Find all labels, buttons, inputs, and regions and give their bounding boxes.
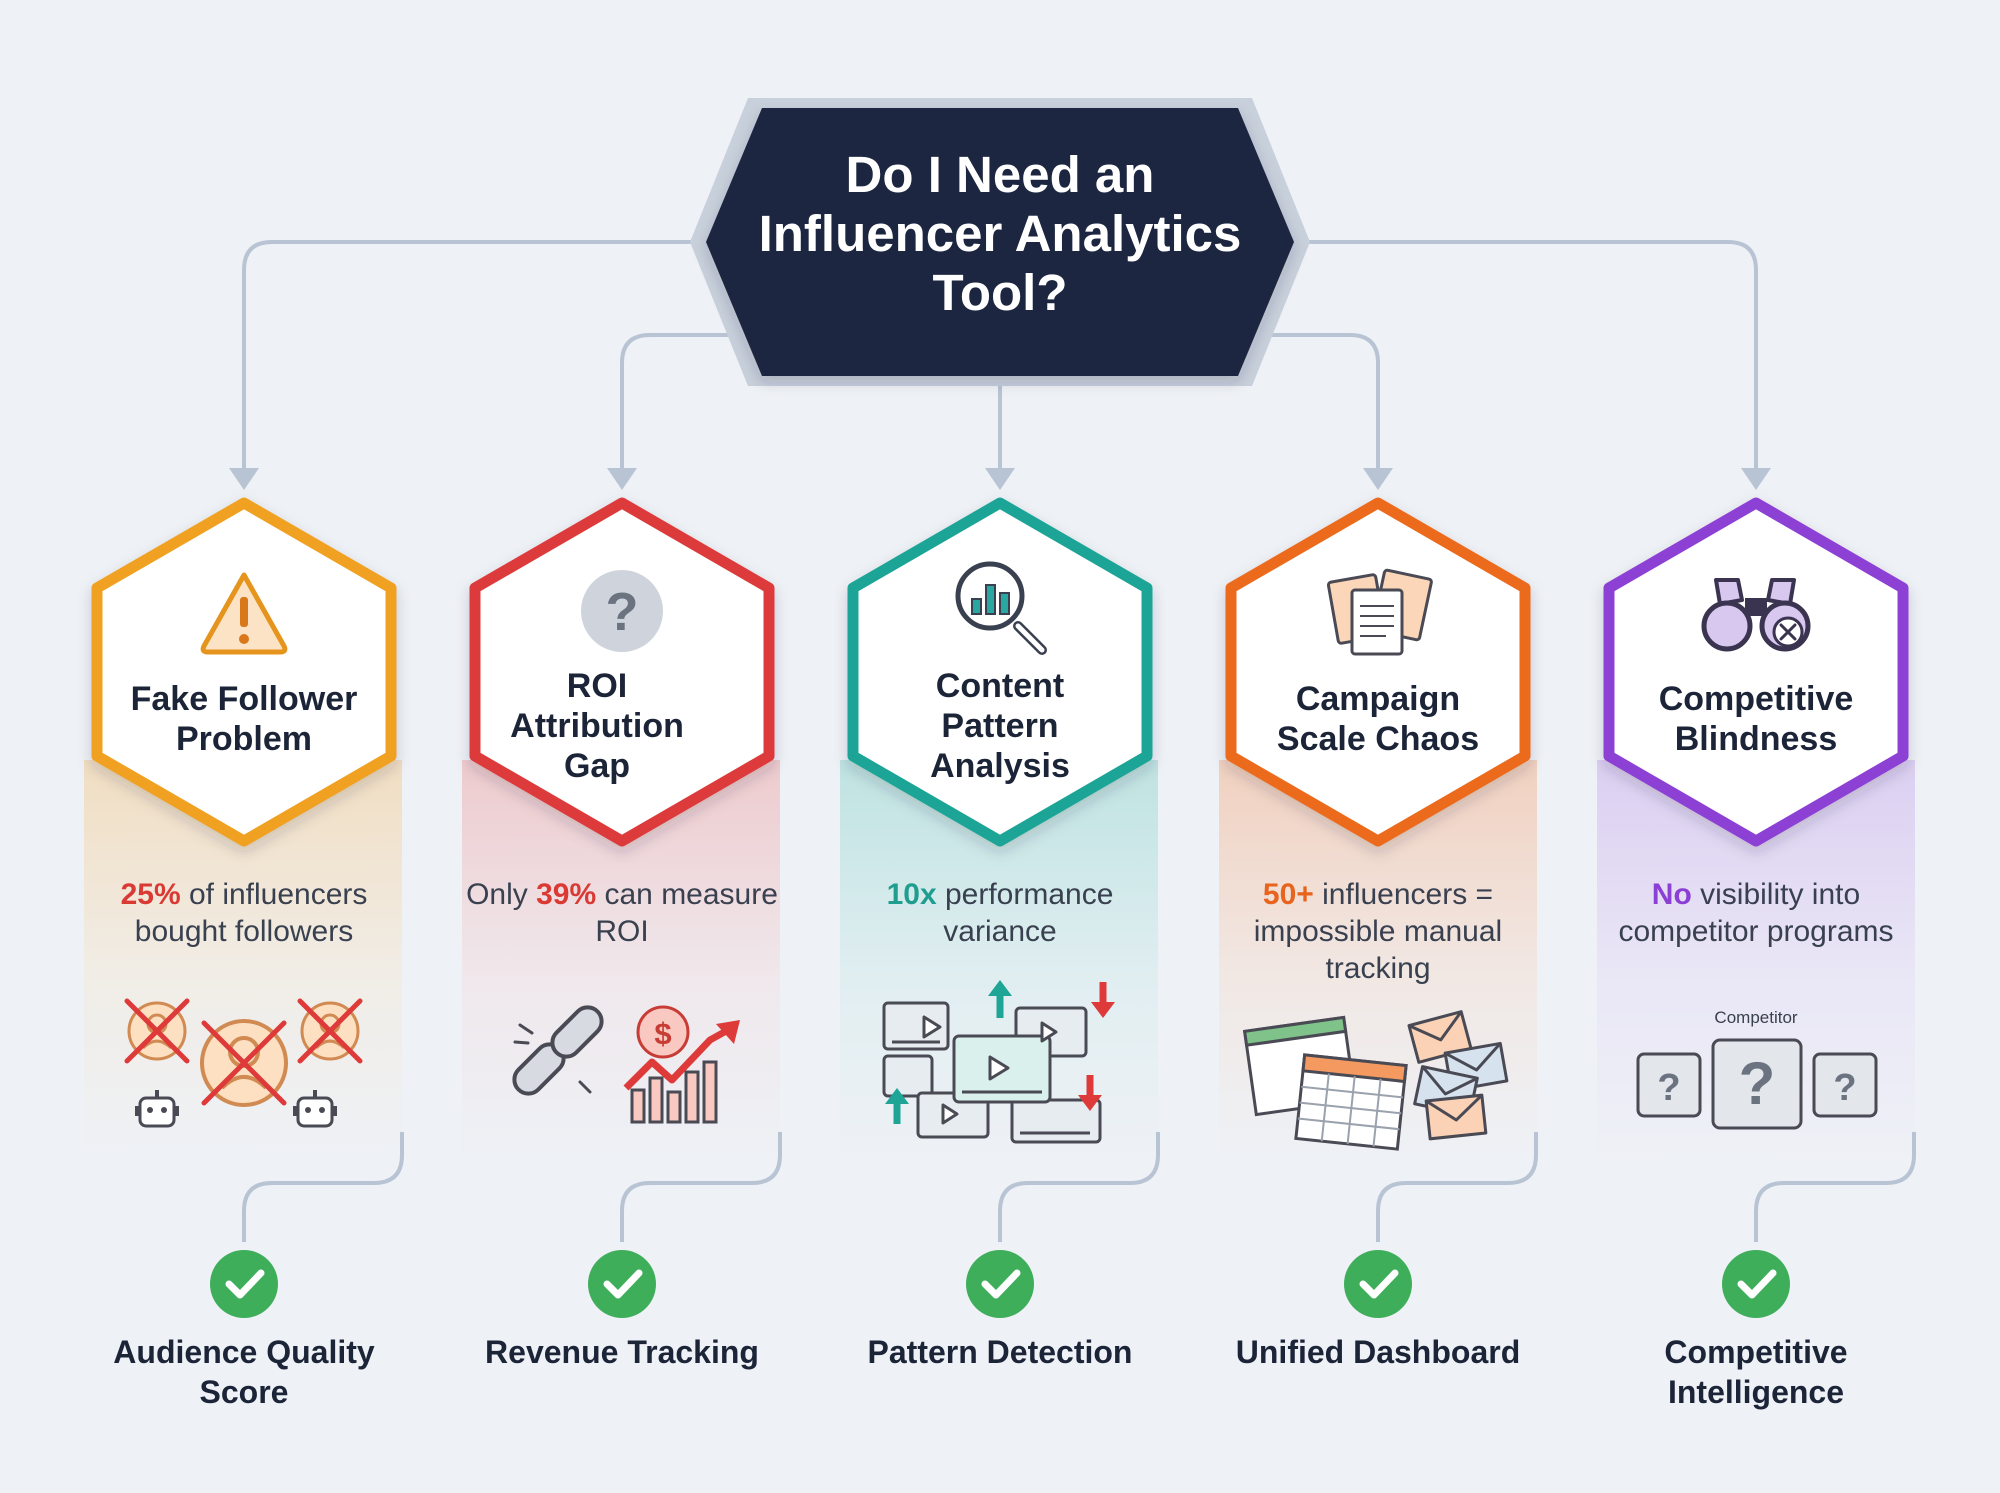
spreadsheets-illustration — [1242, 1015, 1408, 1151]
arrow-heads — [229, 468, 1771, 490]
problem-title-content: Content Pattern Analysis — [930, 667, 1070, 785]
magnifier-chart-icon — [955, 561, 1047, 655]
competitor-boxes-illustration: ? ? ? — [1636, 1038, 1878, 1130]
problem-title-roi: ROI Attribution Gap — [510, 667, 684, 785]
solution-competitive-intelligence: Competitive Intelligence — [1664, 1334, 1848, 1410]
warning-icon — [200, 572, 288, 655]
svg-text:$: $ — [654, 1016, 671, 1051]
fake-followers-illustration — [124, 998, 363, 1128]
bottom-connectors — [242, 1132, 1916, 1242]
documents-icon — [1326, 568, 1433, 656]
page-title: Do I Need an Influencer Analytics Tool? — [758, 146, 1242, 321]
stat-campaign: 50+ influencers = impossible manual trac… — [1219, 876, 1537, 987]
stat-text: can measure ROI — [595, 878, 778, 948]
problem-title-fake-follower: Fake Follower Problem — [130, 680, 358, 758]
stat-prefix: Only — [466, 878, 537, 911]
hexagon-content — [847, 497, 1153, 847]
problem-title-competitive: Competitive Blindness — [1658, 680, 1854, 758]
competitor-caption: Competitor — [1714, 1008, 1798, 1027]
hexagon-fake-follower — [91, 497, 397, 847]
svg-text:?: ? — [1833, 1067, 1856, 1109]
hexagon-campaign — [1225, 497, 1531, 847]
check-icon — [1722, 1250, 1790, 1318]
broken-link-illustration — [512, 1005, 604, 1096]
envelopes-illustration — [1407, 1010, 1509, 1141]
stat-text: influencers = impossible manual tracking — [1253, 878, 1503, 985]
check-icon — [210, 1250, 278, 1318]
check-circles — [210, 1250, 1790, 1318]
problem-title-campaign: Campaign Scale Chaos — [1276, 680, 1480, 758]
top-connectors — [242, 240, 1758, 468]
stat-highlight: 39% — [536, 878, 597, 911]
trend-arrows — [885, 980, 1115, 1124]
hexagon-roi — [469, 497, 775, 847]
title-hexagon — [690, 98, 1310, 386]
stat-highlight: No — [1651, 878, 1692, 911]
question-icon: ? — [581, 570, 663, 652]
check-icon — [588, 1250, 656, 1318]
solution-unified-dashboard: Unified Dashboard — [1235, 1334, 1521, 1370]
stat-roi: Only 39% can measure ROI — [463, 876, 781, 950]
stat-text: performance variance — [936, 878, 1114, 948]
binoculars-icon — [1701, 578, 1811, 652]
solution-revenue-tracking: Revenue Tracking — [485, 1334, 759, 1370]
stat-competitive: No visibility into competitor programs — [1597, 876, 1915, 950]
video-grid-illustration — [882, 980, 1115, 1144]
stat-highlight: 25% — [120, 878, 181, 911]
solution-audience-quality: Audience Quality Score — [113, 1334, 375, 1410]
revenue-chart-illustration: $ — [623, 1005, 740, 1124]
svg-text:?: ? — [606, 582, 639, 642]
solution-pattern-detection: Pattern Detection — [867, 1334, 1133, 1370]
hexagon-competitive — [1603, 497, 1909, 847]
svg-text:?: ? — [1739, 1050, 1776, 1117]
stat-highlight: 50+ — [1262, 878, 1314, 911]
svg-text:?: ? — [1657, 1067, 1680, 1109]
stat-fake-follower: 25% of influencers bought followers — [85, 876, 403, 950]
stat-text: of influencers bought followers — [134, 878, 368, 948]
check-icon — [966, 1250, 1034, 1318]
check-icon — [1344, 1250, 1412, 1318]
stat-content: 10x performance variance — [841, 876, 1159, 950]
stat-highlight: 10x — [886, 878, 937, 911]
stat-text: visibility into competitor programs — [1618, 878, 1894, 948]
